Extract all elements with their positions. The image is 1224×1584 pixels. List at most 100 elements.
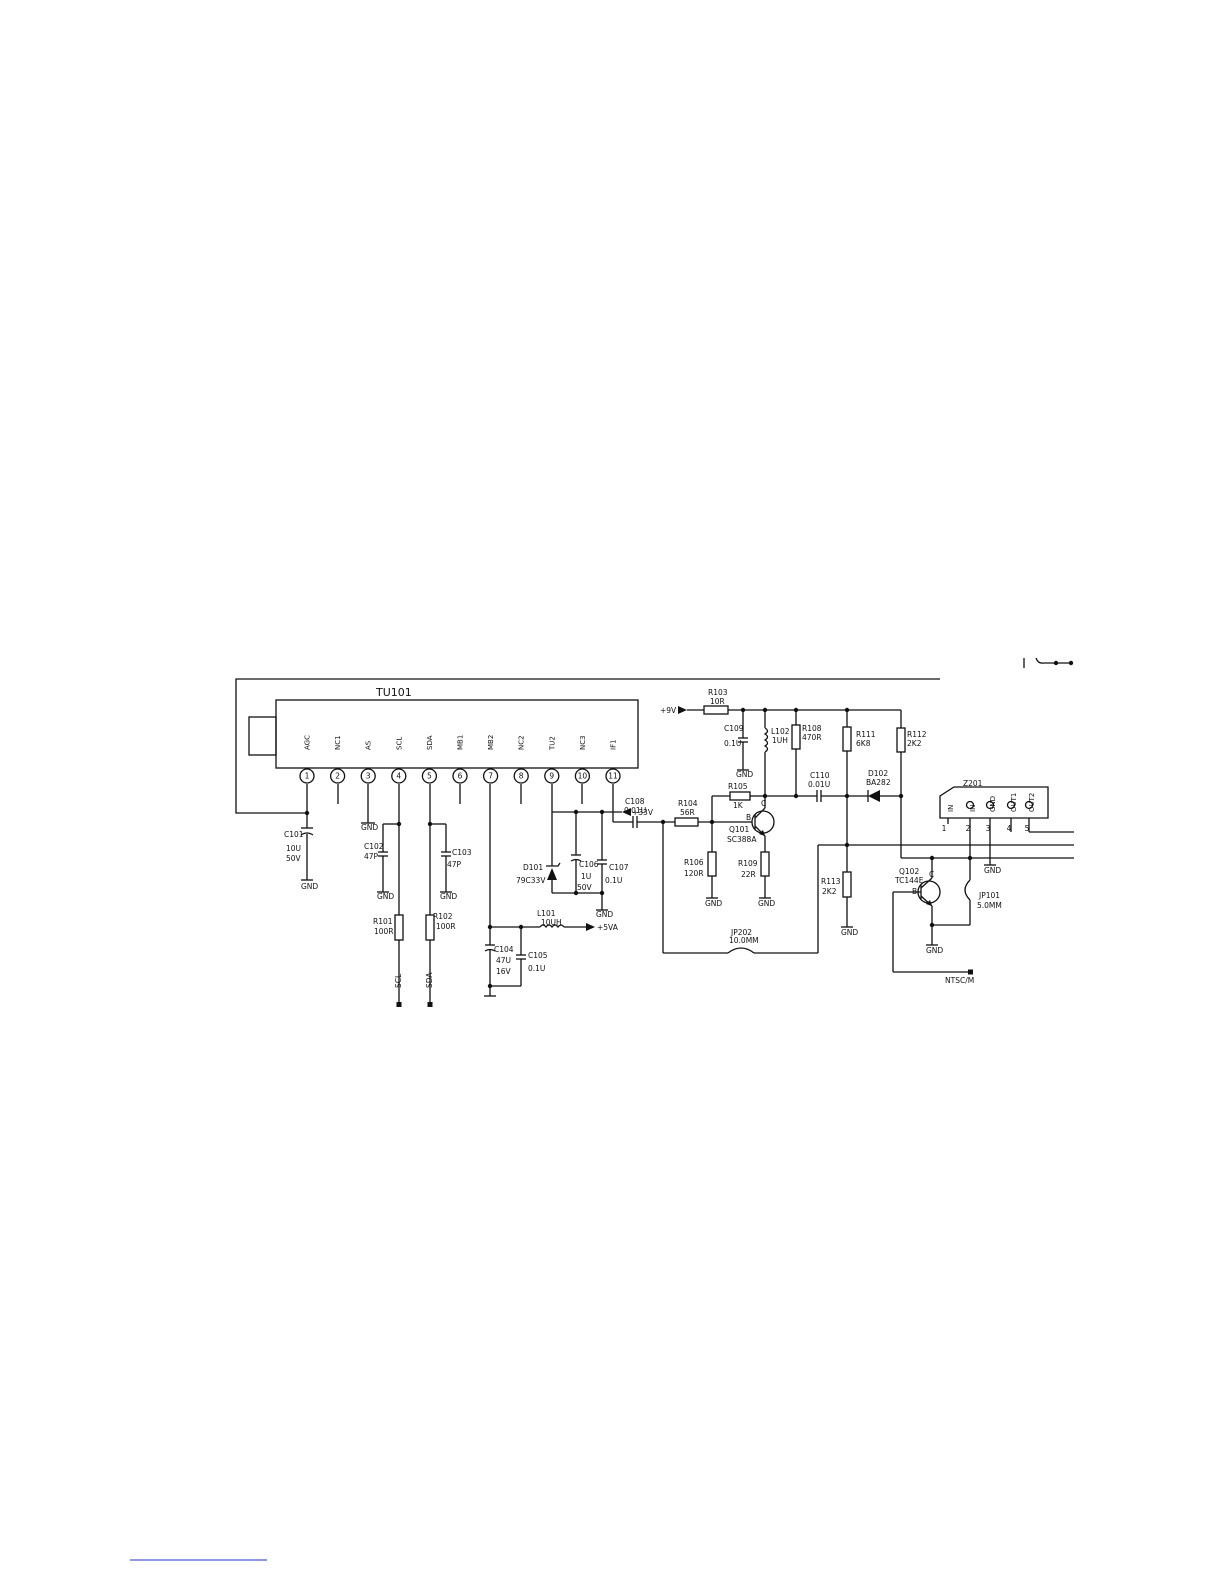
corner-fragment — [1023, 657, 1074, 668]
jp202-ref: JP202 — [730, 928, 752, 937]
c101-ref: C101 — [284, 830, 304, 839]
c106-ref: C106 — [579, 860, 599, 869]
r108-value: 470R — [802, 733, 822, 742]
tuner-pin-3 — [360, 768, 376, 784]
scl-branch: C102 47P GND R101 100R SCL — [364, 784, 404, 1007]
r111-value: 6K8 — [856, 739, 871, 748]
jp101-value: 5.0MM — [977, 901, 1002, 910]
z201-pin-name: IN — [947, 805, 955, 812]
c110-ref: C110 — [810, 771, 830, 780]
tuner-pin-number: 8 — [519, 772, 524, 781]
z201-pin-name: OUT1 — [1010, 793, 1018, 812]
c101-branch: C101 10U 50V GND — [284, 784, 318, 891]
c102-value: 47P — [364, 852, 379, 861]
q102-value: TC144E — [894, 876, 924, 885]
jp202-value: 10.0MM — [729, 936, 759, 945]
z201-pin-number: 1 — [942, 824, 947, 833]
gnd-label: GND — [705, 899, 722, 908]
gnd-label: GND — [758, 899, 775, 908]
z201-pin-name: GND — [989, 796, 997, 812]
tuner-tu101: TU101 1AGC2NC13AS4SCL5SDA6MB17MB28NC29TU… — [248, 686, 639, 784]
c101-value: 10U — [286, 844, 301, 853]
c106-value: 1U — [581, 872, 591, 881]
tuner-pin-name: NC1 — [334, 735, 342, 750]
tuner-pin-number: 3 — [366, 772, 371, 781]
tuner-pin-number: 9 — [549, 772, 554, 781]
r105-ref: R105 — [728, 782, 748, 791]
z201-pin-name: IN — [969, 805, 977, 812]
z201-pin-2 — [965, 800, 975, 810]
r112-ref: R112 — [907, 730, 927, 739]
r106-ref: R106 — [684, 858, 704, 867]
tuner-pin-name: SCL — [395, 737, 403, 750]
q101-pin-b: B — [746, 813, 751, 822]
plus-9v-label: +9V — [660, 706, 677, 715]
tuner-pin-2 — [329, 768, 346, 784]
tuner-pin-7 — [482, 768, 499, 784]
r113-ref: R113 — [821, 877, 841, 886]
c106-rating: 50V — [577, 883, 593, 892]
r103-value: 10R — [710, 697, 725, 706]
q101-pin-c: C — [761, 799, 766, 808]
tuner-pin-9 — [544, 768, 560, 784]
r105-value: 1K — [733, 801, 744, 810]
tuner-pin-name: AGC — [304, 735, 312, 750]
tuner-pin-name: IF1 — [610, 739, 618, 750]
gnd-label: GND — [596, 910, 613, 919]
z201-pin-3 — [985, 800, 995, 810]
l102-value: 1UH — [772, 736, 788, 745]
r106-value: 120R — [684, 869, 704, 878]
tuner-pin-name: NC3 — [579, 735, 587, 750]
c107-ref: C107 — [609, 863, 629, 872]
z201-ref: Z201 — [963, 779, 983, 788]
tuner-pin-6 — [452, 768, 468, 784]
c109-value: 0.1U — [724, 739, 741, 748]
c101-rating: 50V — [286, 854, 302, 863]
plus-5va-label: +5VA — [597, 923, 619, 932]
z201-pin-number: 3 — [986, 824, 991, 833]
c102-ref: C102 — [364, 842, 384, 851]
c104-rating: 16V — [496, 967, 512, 976]
d101-ref: D101 — [523, 863, 543, 872]
outer-frame — [235, 678, 940, 814]
z201-pin-number: 4 — [1007, 824, 1012, 833]
sda-label: SDA — [425, 972, 434, 988]
plus-33v-label: +33V — [632, 808, 654, 817]
c104-value: 47U — [496, 956, 511, 965]
c105-value: 0.1U — [528, 964, 545, 973]
z201-pin-name: OUT2 — [1028, 793, 1036, 812]
tuner-pin-11 — [605, 768, 621, 784]
if-amplifier: C108 0.01U R104 56R R105 1K B C Q101 SC3… — [612, 782, 850, 954]
z201-pin-number: 5 — [1025, 824, 1030, 833]
scl-label: SCL — [394, 973, 403, 988]
ntsc-switch: Q102 TC144E B C GND NTSC/M JP101 5.0MM — [892, 858, 1002, 985]
gnd-label: GND — [984, 866, 1001, 875]
pin-stubs — [337, 784, 583, 804]
q101-ref: Q101 — [729, 825, 749, 834]
r108-ref: R108 — [802, 724, 822, 733]
tuner-pin-name: MB1 — [457, 735, 465, 750]
z201-pin-5 — [1024, 800, 1034, 810]
tuner-pin-name: NC2 — [518, 735, 526, 750]
z201-pin-number: 2 — [966, 824, 971, 833]
c109-ref: C109 — [724, 724, 744, 733]
tuner-pin-10 — [574, 768, 591, 784]
tu2-supply: +33V D101 79C33V C106 1U 50V C107 0.1U G… — [516, 784, 654, 919]
q101-value: SC388A — [727, 835, 757, 844]
tuner-pin-name: MB2 — [487, 735, 495, 750]
gnd-label: GND — [377, 892, 394, 901]
tuner-pin-1 — [299, 768, 315, 784]
d102-value: BA282 — [866, 778, 891, 787]
r102-ref: R102 — [433, 912, 453, 921]
r101-ref: R101 — [373, 917, 393, 926]
tuner-pin-5 — [421, 768, 438, 784]
r109-ref: R109 — [738, 859, 758, 868]
c110-value: 0.01U — [808, 780, 830, 789]
tuner-pin-number: 4 — [396, 772, 401, 781]
z201-pin-4 — [1006, 800, 1016, 810]
gnd-label: GND — [841, 928, 858, 937]
r104-value: 56R — [680, 808, 695, 817]
r101-value: 100R — [374, 927, 394, 936]
